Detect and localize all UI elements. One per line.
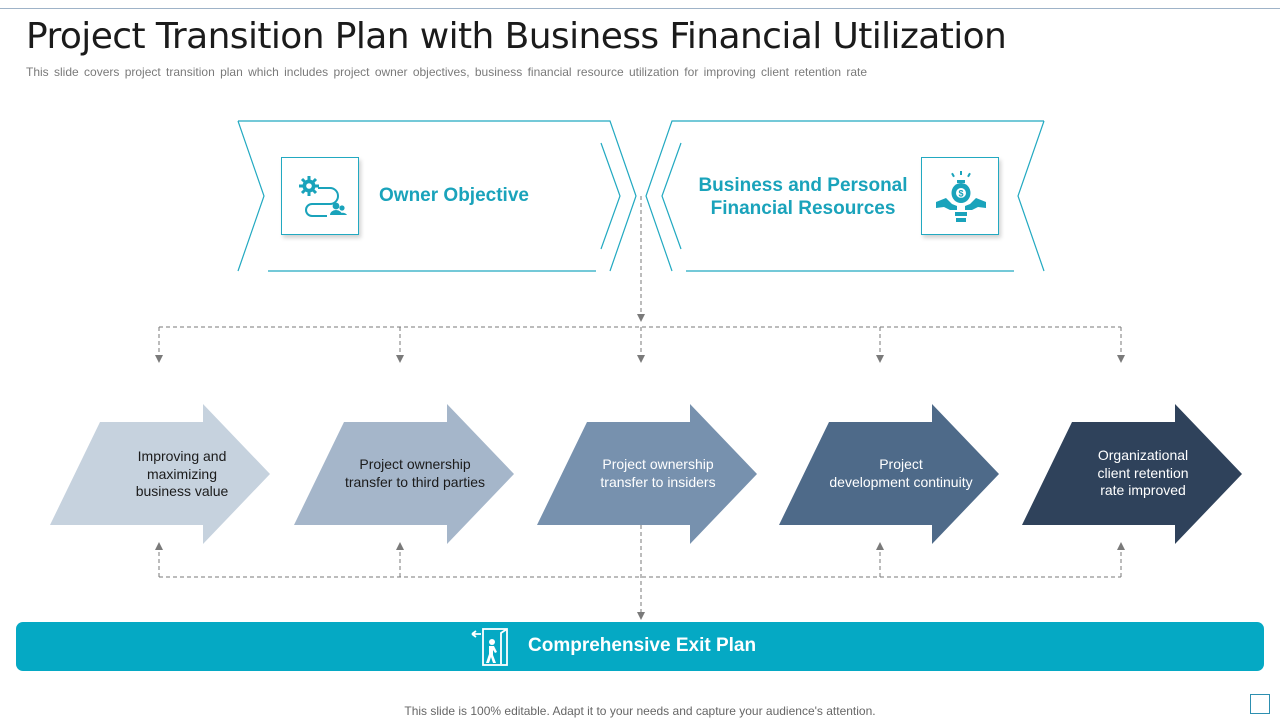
slide-footer: This slide is 100% editable. Adapt it to…	[404, 704, 876, 718]
step-label: Project development continuity	[829, 456, 973, 490]
financial-resources-label-line1: Business and Personal	[698, 175, 908, 196]
step-arrow	[50, 404, 270, 544]
financial-resources-label: Business and Personal Financial Resource…	[692, 174, 914, 220]
step-arrow	[779, 404, 999, 544]
header-left-frame	[237, 120, 637, 272]
slide-subtitle: This slide covers project transition pla…	[26, 65, 868, 79]
step-label: Project ownership transfer to insiders	[600, 456, 716, 490]
slide-title: Project Transition Plan with Business Fi…	[26, 16, 1007, 57]
money-bag-hands-icon: $	[936, 171, 986, 222]
top-rule	[0, 8, 1280, 9]
financial-resources-label-line2: Financial Resources	[710, 198, 896, 219]
step-arrow	[537, 404, 757, 544]
step-arrows	[50, 404, 1242, 544]
header-right-frame	[645, 120, 1045, 272]
top-connectors	[155, 196, 1125, 363]
bottom-connectors	[155, 525, 1125, 620]
step-arrow	[1022, 404, 1242, 544]
owner-objective-label: Owner Objective	[379, 185, 529, 206]
exit-plan-label: Comprehensive Exit Plan	[528, 635, 757, 656]
exit-door-icon	[471, 628, 508, 666]
corner-marker	[1250, 694, 1270, 714]
step-arrow	[294, 404, 514, 544]
exit-plan-bar	[16, 622, 1264, 671]
gear-people-path-icon	[299, 176, 347, 217]
svg-text:$: $	[958, 189, 963, 199]
financial-resources-icon-box: $	[921, 157, 999, 235]
owner-objective-icon-box	[281, 157, 359, 235]
step-label: Improving and maximizing business value	[135, 448, 229, 499]
step-label: Project ownership transfer to third part…	[344, 456, 486, 490]
step-label: Organizational client retention rate imp…	[1097, 447, 1189, 498]
